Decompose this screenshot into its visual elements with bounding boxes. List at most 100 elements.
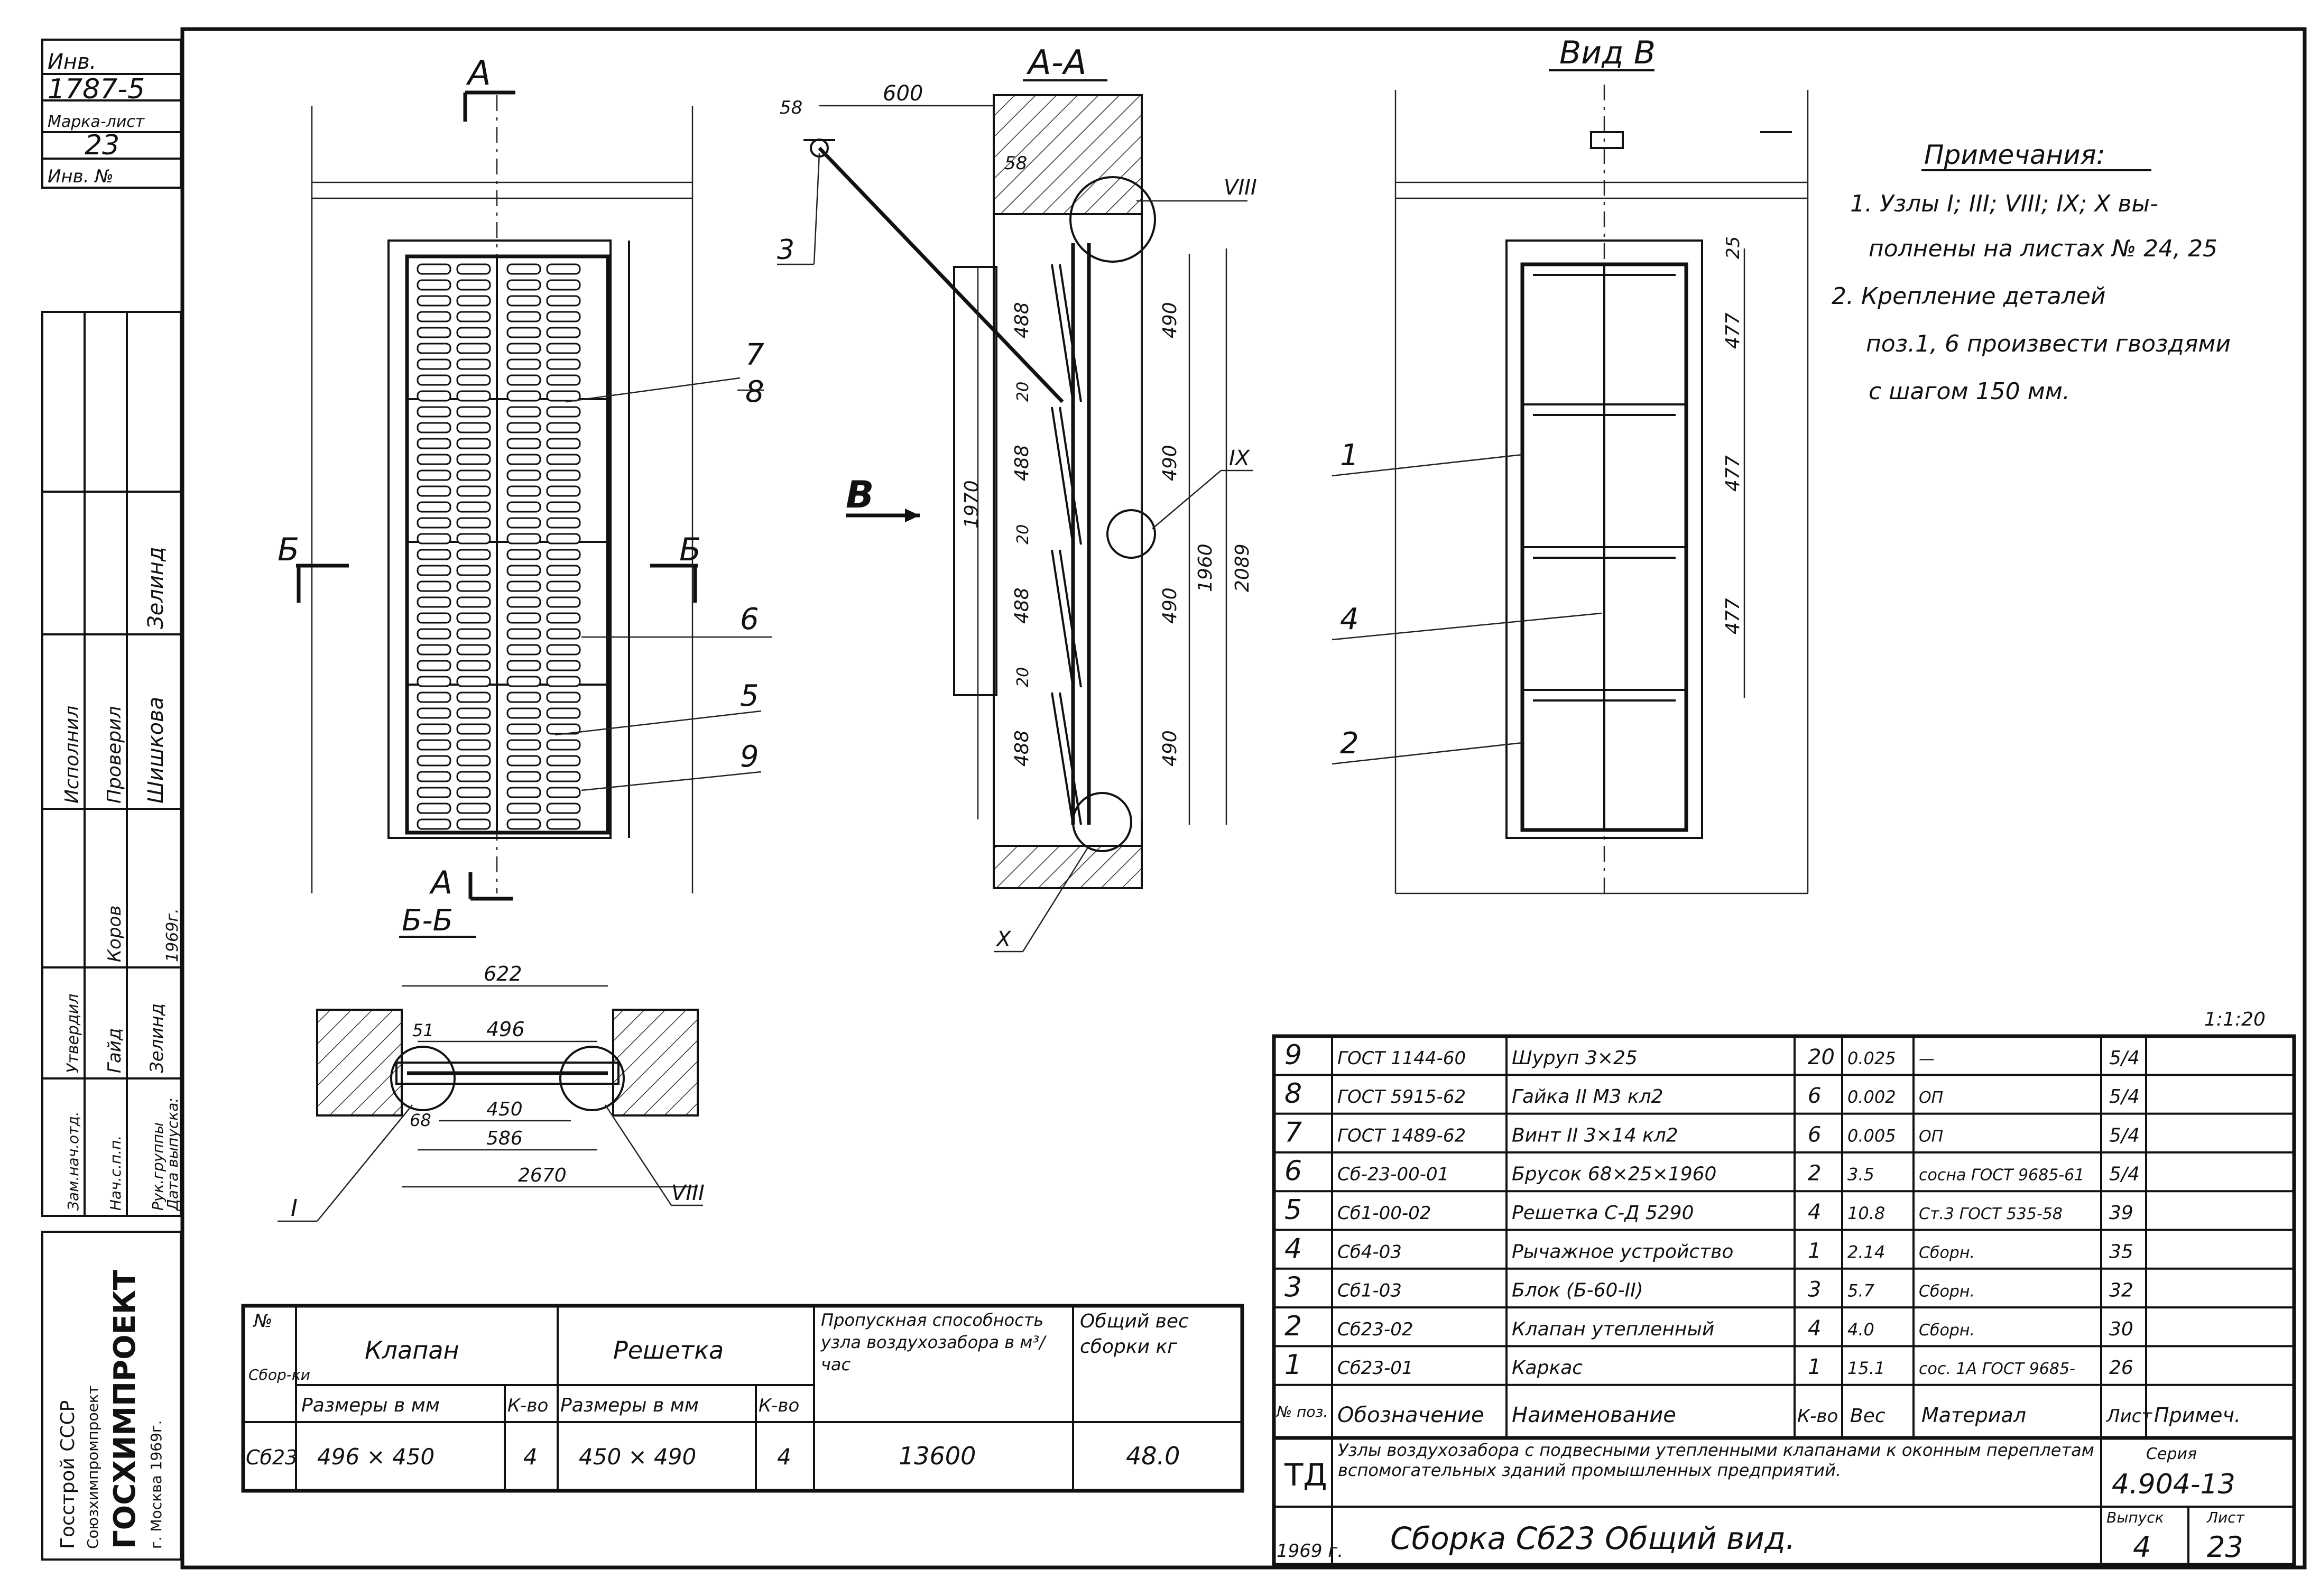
vt-sizes-2: Размеры в мм <box>560 1395 699 1416</box>
grille-slot <box>546 263 581 275</box>
dim-bb-2670: 2670 <box>518 1165 567 1186</box>
spec-cell-name: Клапан утепленный <box>1512 1318 1714 1340</box>
spec-cell-sheet: 30 <box>2109 1318 2133 1340</box>
tb-sheet-label: Лист <box>2206 1509 2245 1526</box>
spec-cell-material: Сборн. <box>1919 1321 1975 1340</box>
note-line-4: поз.1, 6 произвести гвоздями <box>1866 330 2231 357</box>
note-line-1: 1. Узлы I; III; VIII; IX; X вы- <box>1850 190 2158 217</box>
grille-slot <box>546 485 581 497</box>
approval-block: Исполнил Проверил Утвердил Зам.нач.отд. … <box>41 311 182 1217</box>
grille-slot <box>417 406 451 418</box>
grille-slot <box>546 644 581 656</box>
stamp-sheet-no: 23 <box>85 130 119 161</box>
grille-slot <box>456 628 491 640</box>
grille-slot <box>417 469 451 481</box>
vt-row-valve-size: 496 × 450 <box>317 1444 435 1470</box>
spec-note-top: 1:1:20 <box>2204 1009 2266 1030</box>
name-approver: Гайд <box>104 1028 125 1073</box>
role-approver: Утвердил <box>64 994 82 1073</box>
name-executor: Шишкова <box>144 697 168 804</box>
callout-6: 6 <box>740 602 759 636</box>
grille-slot <box>417 707 451 719</box>
spec-cell-name: Решетка С-Д 5290 <box>1512 1202 1694 1224</box>
spec-cell-material: Ст.3 ГОСТ 535-58 <box>1919 1205 2063 1223</box>
grille-slot <box>546 390 581 402</box>
grille-slot <box>456 707 491 719</box>
spec-cell-pos: 4 <box>1284 1233 1302 1265</box>
stamp-inv-label: Инв. <box>48 50 96 74</box>
grille-slot <box>417 691 451 703</box>
grille-slot <box>546 422 581 433</box>
grille-slot <box>456 485 491 497</box>
grille-slot <box>417 660 451 671</box>
spec-cell-mass: 0.005 <box>1847 1125 1896 1146</box>
spec-cell-qty: 20 <box>1808 1045 1835 1069</box>
tb-sheet: 23 <box>2207 1530 2243 1564</box>
spec-h-sheet: Лист <box>2105 1406 2152 1427</box>
grille-slot <box>456 438 491 449</box>
dim-vb-seg-2: 477 <box>1722 455 1744 492</box>
grille-slot <box>417 549 451 560</box>
grille-slot <box>417 295 451 307</box>
spec-cell-pos: 9 <box>1284 1039 1302 1071</box>
grille-slot <box>417 723 451 735</box>
grille-slot <box>546 454 581 465</box>
grille-slot <box>456 295 491 307</box>
dim-vb-seg-1: 477 <box>1722 312 1744 349</box>
grille-slot <box>456 802 491 814</box>
spec-h-name: Наименование <box>1512 1403 1676 1427</box>
dim-aa-2089: 2089 <box>1232 543 1253 592</box>
node-IX: IX <box>1229 446 1251 471</box>
dim-aa-seg-4: 488 <box>1011 730 1033 767</box>
grille-slot <box>506 327 541 338</box>
grille-slot <box>417 755 451 767</box>
role-executor: Исполнил <box>61 706 83 804</box>
spec-cell-material: ОП <box>1919 1127 1943 1146</box>
spec-cell-material: — <box>1919 1050 1935 1068</box>
grille-slot <box>456 549 491 560</box>
callout-5: 5 <box>740 679 759 713</box>
grille-slot <box>506 263 541 275</box>
org-city: г. Москва 1969г. <box>147 1420 165 1549</box>
spec-cell-material: Сборн. <box>1919 1243 1975 1262</box>
vt-kvo-1: К-во <box>507 1395 548 1416</box>
spec-cell-material: Сборн. <box>1919 1283 1975 1301</box>
dim-aa-seg-2: 488 <box>1011 445 1033 481</box>
dim-aa-r-4: 490 <box>1159 730 1181 767</box>
grille-slot <box>546 549 581 560</box>
spec-cell-pos: 7 <box>1284 1117 1302 1148</box>
grille-slot <box>546 676 581 687</box>
callout-8: 8 <box>745 375 764 409</box>
grille-slot <box>456 358 491 370</box>
spec-cell-doc: ГОСТ 1144-60 <box>1337 1048 1466 1069</box>
vt-row-capacity: 13600 <box>899 1442 976 1470</box>
grille-slot <box>456 454 491 465</box>
title-block: ТД Узлы воздухозабора с подвесными утепл… <box>1272 1436 2296 1567</box>
grille-slot <box>546 771 581 782</box>
spec-cell-pos: 8 <box>1284 1078 1302 1110</box>
spec-cell-doc: Сб1-00-02 <box>1337 1203 1431 1224</box>
organization-block: Госстрой СССР Союзхимпромпроект ГОСХИМПР… <box>41 1231 182 1561</box>
tb-series: 4.904-13 <box>2112 1469 2235 1500</box>
grille-slot <box>506 485 541 497</box>
dim-aa-gap-1: 20 <box>1014 382 1032 402</box>
dim-aa-r-3: 490 <box>1159 587 1181 624</box>
dim-aa-r-2: 490 <box>1159 445 1181 481</box>
spec-cell-mass: 15.1 <box>1847 1358 1885 1378</box>
spec-cell-doc: Сб23-02 <box>1337 1319 1413 1340</box>
grille-slot <box>417 739 451 751</box>
spec-cell-mass: 2.14 <box>1847 1242 1885 1262</box>
valve-table: № Сбор-ки Клапан Решетка Размеры в мм К-… <box>241 1304 1244 1493</box>
spec-cell-sheet: 35 <box>2109 1241 2133 1262</box>
grille-slot <box>456 343 491 354</box>
grille-slot <box>506 406 541 418</box>
spec-cell-doc: Сб1-03 <box>1337 1280 1402 1302</box>
spec-cell-sheet: 39 <box>2109 1202 2133 1224</box>
dim-bb-586: 586 <box>486 1128 523 1149</box>
grille-slot <box>417 644 451 656</box>
dim-aa-seg-1: 488 <box>1011 302 1033 338</box>
grille-slot <box>546 565 581 576</box>
grille-slot <box>506 723 541 735</box>
grille-slot <box>417 390 451 402</box>
grille-slot <box>417 485 451 497</box>
